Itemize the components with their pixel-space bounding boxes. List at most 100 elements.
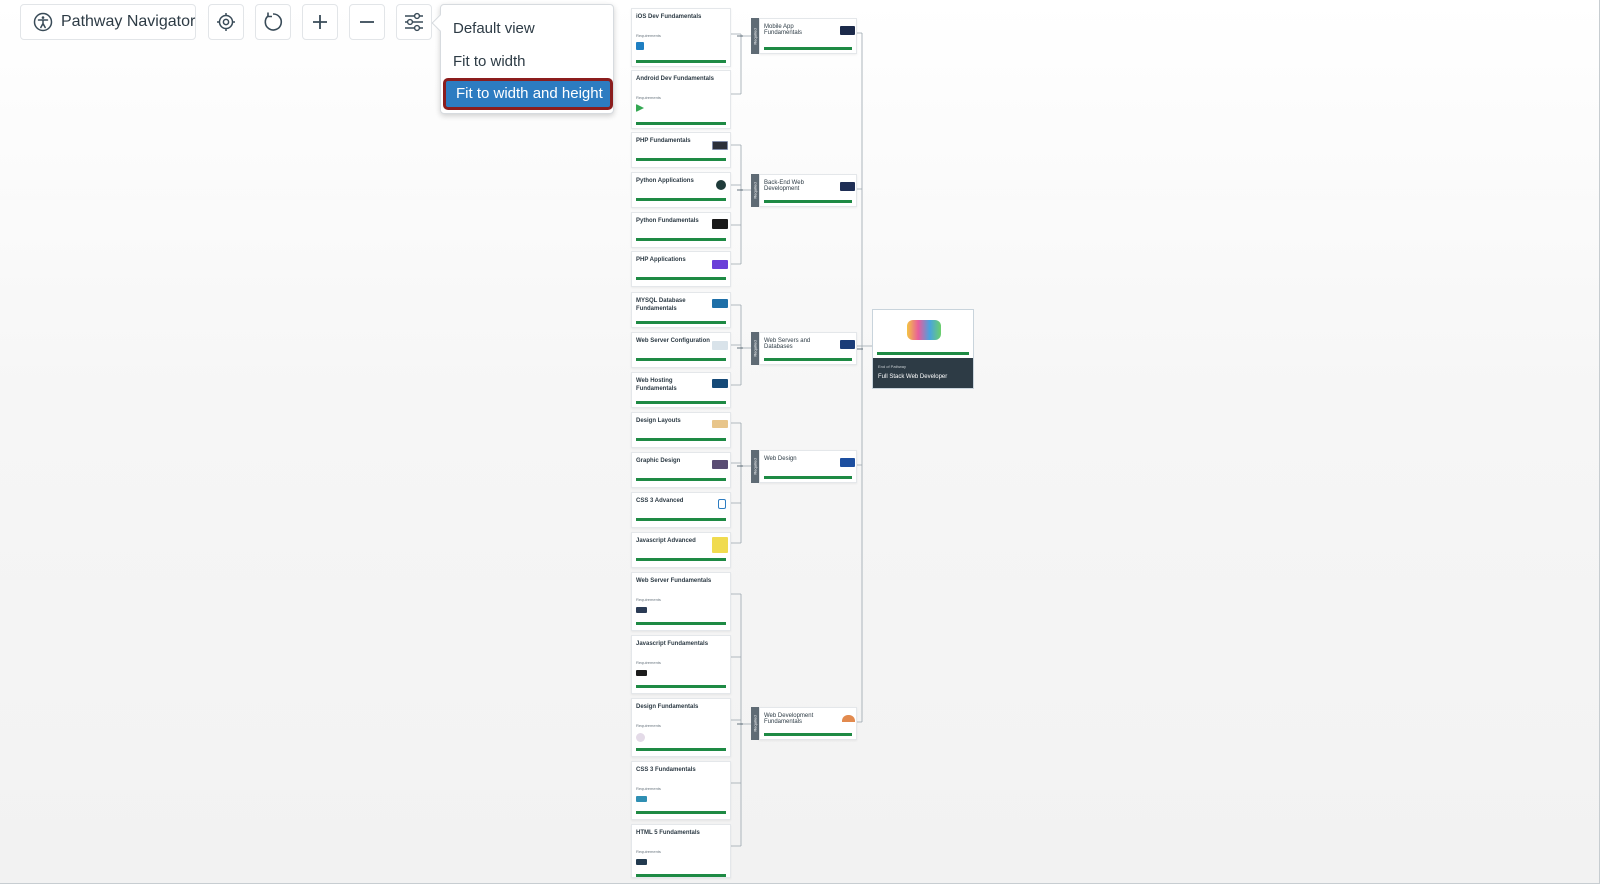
progress-bar <box>764 476 852 479</box>
course-thumbnail <box>840 26 855 35</box>
course-card[interactable]: Design Layouts <box>631 412 731 448</box>
progress-bar <box>636 748 726 751</box>
course-thumbnail <box>712 379 728 388</box>
course-thumbnail <box>636 670 647 676</box>
course-title: Android Dev Fundamentals <box>636 76 715 82</box>
progress-bar <box>636 158 726 161</box>
view-options-button[interactable] <box>396 4 432 40</box>
progress-bar <box>636 321 726 324</box>
course-card[interactable]: Python Fundamentals <box>631 212 731 248</box>
course-card[interactable]: PHP Applications <box>631 251 731 287</box>
required-tab: Required <box>751 174 759 207</box>
menu-item-fit-to-width-and-height[interactable]: Fit to width and height <box>443 78 613 110</box>
course-thumbnail <box>636 796 647 802</box>
milestone-title: Web Design <box>764 456 797 462</box>
end-of-pathway-card[interactable]: End of Pathway Full Stack Web Developer <box>872 309 974 389</box>
progress-bar <box>636 401 726 404</box>
progress-bar <box>764 47 852 50</box>
course-card[interactable]: Web Hosting Fundamentals <box>631 372 731 408</box>
pathway-illustration <box>907 320 941 340</box>
progress-bar <box>636 478 726 481</box>
course-title: Web Hosting Fundamentals <box>636 378 677 392</box>
progress-bar <box>636 622 726 625</box>
progress-bar <box>636 874 726 877</box>
milestone-card[interactable]: Back-End Web Development <box>759 174 857 207</box>
course-title: PHP Applications <box>636 257 686 263</box>
course-thumbnail <box>840 340 855 349</box>
course-title: Graphic Design <box>636 458 681 464</box>
course-title: iOS Dev Fundamentals <box>636 14 702 20</box>
course-title: Web Server Fundamentals <box>636 578 712 584</box>
progress-bar <box>636 518 726 521</box>
course-thumbnail <box>712 141 728 150</box>
reset-icon <box>262 11 284 33</box>
course-card[interactable]: Python Applications <box>631 172 731 208</box>
progress-bar <box>764 200 852 203</box>
requirements-label: Requirements <box>636 723 661 728</box>
course-card[interactable]: PHP Fundamentals <box>631 132 731 168</box>
course-title: CSS 3 Advanced <box>636 498 684 504</box>
css3-icon <box>718 499 726 509</box>
course-card[interactable]: CSS 3 Advanced <box>631 492 731 528</box>
course-card[interactable]: Javascript Advanced <box>631 532 731 568</box>
course-thumbnail <box>712 299 728 308</box>
menu-item-default-view[interactable]: Default view <box>453 20 535 37</box>
course-card[interactable]: HTML 5 Fundamentals Requirements <box>631 824 731 878</box>
required-tab: Required <box>751 18 759 54</box>
requirements-label: Requirements <box>636 597 661 602</box>
zoom-out-button[interactable] <box>349 4 385 40</box>
settings-sliders-icon <box>403 12 425 32</box>
course-title: PHP Fundamentals <box>636 138 691 144</box>
progress-bar <box>636 358 726 361</box>
end-card-title: Full Stack Web Developer <box>878 374 948 380</box>
course-card[interactable]: Graphic Design <box>631 452 731 488</box>
course-card[interactable]: Design Fundamentals Requirements <box>631 698 731 757</box>
course-title: MYSQL Database Fundamentals <box>636 298 686 312</box>
end-card-subtitle: End of Pathway <box>878 364 907 369</box>
javascript-icon <box>712 537 728 553</box>
progress-bar <box>636 811 726 814</box>
progress-bar <box>764 733 852 736</box>
play-store-icon <box>636 104 644 112</box>
course-thumbnail <box>712 460 728 469</box>
reset-button[interactable] <box>255 4 291 40</box>
progress-bar <box>636 438 726 441</box>
requirements-label: Requirements <box>636 660 661 665</box>
pathway-navigator-button[interactable]: Pathway Navigator <box>20 4 196 40</box>
course-card[interactable]: CSS 3 Fundamentals Requirements <box>631 761 731 820</box>
required-tab: Required <box>751 332 759 365</box>
course-title: Web Server Configuration <box>636 338 710 344</box>
required-tab: Required <box>751 450 759 483</box>
progress-bar <box>636 238 726 241</box>
course-thumbnail <box>712 341 728 350</box>
course-card[interactable]: Android Dev Fundamentals Requirements <box>631 70 731 129</box>
progress-bar <box>636 685 726 688</box>
milestone-card[interactable]: Mobile App Fundamentals <box>759 18 857 54</box>
progress-bar <box>636 60 726 63</box>
menu-item-fit-to-width[interactable]: Fit to width <box>453 53 526 70</box>
course-thumbnail <box>842 715 855 722</box>
course-card[interactable]: Web Server Configuration <box>631 332 731 368</box>
milestone-card[interactable]: Web Design <box>759 450 857 483</box>
course-card[interactable]: Web Server Fundamentals Requirements <box>631 572 731 631</box>
course-card[interactable]: iOS Dev Fundamentals Requirements <box>631 8 731 67</box>
end-card-footer: End of Pathway Full Stack Web Developer <box>873 358 973 388</box>
progress-bar <box>636 558 726 561</box>
milestone-card[interactable]: Web Development Fundamentals <box>759 707 857 740</box>
milestone-title: Mobile App Fundamentals <box>764 24 803 36</box>
progress-bar <box>877 352 969 355</box>
center-view-button[interactable] <box>208 4 244 40</box>
course-card[interactable]: MYSQL Database Fundamentals <box>631 292 731 328</box>
progress-bar <box>636 277 726 280</box>
course-title: CSS 3 Fundamentals <box>636 767 696 773</box>
progress-bar <box>764 358 852 361</box>
course-card[interactable]: Javascript Fundamentals Requirements <box>631 635 731 694</box>
milestone-card[interactable]: Web Servers and Databases <box>759 332 857 365</box>
course-thumbnail <box>712 260 728 269</box>
accessibility-icon <box>33 12 53 32</box>
zoom-in-button[interactable] <box>302 4 338 40</box>
requirements-label: Requirements <box>636 786 661 791</box>
progress-bar <box>636 122 726 125</box>
zoom-in-icon <box>311 13 329 31</box>
